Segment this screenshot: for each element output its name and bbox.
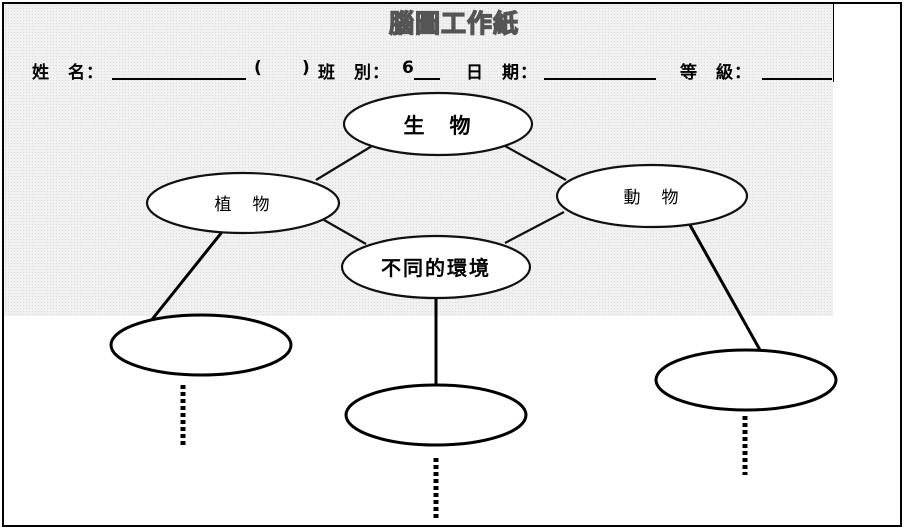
node-animals-label: 動 物 — [624, 188, 681, 208]
node-environments-label: 不同的環境 — [381, 256, 491, 280]
class-label: 班 別： — [318, 63, 390, 83]
name-blank[interactable] — [112, 78, 246, 80]
connector-animals-environment — [504, 211, 565, 244]
grade-label: 等 級： — [680, 63, 752, 83]
worksheet-title: 腦圖工作紙 — [388, 8, 519, 38]
connector-animals-blank — [688, 224, 762, 351]
class-number-open-paren: ( — [254, 58, 263, 78]
date-blank[interactable] — [544, 78, 656, 80]
connector-plants-blank — [148, 231, 224, 323]
connector-center-plants — [315, 145, 373, 181]
class-value: 6 — [402, 58, 415, 78]
node-living-things — [342, 91, 534, 157]
node-plants — [145, 171, 341, 235]
page-border — [2, 2, 902, 527]
header-right-rule — [833, 4, 834, 82]
node-plants-label: 植 物 — [215, 195, 272, 215]
date-label: 日 期： — [466, 63, 538, 83]
blank-oval-environments[interactable] — [344, 383, 528, 447]
blank-oval-plants[interactable] — [109, 313, 293, 377]
node-animals — [555, 163, 749, 229]
class-number-close-paren: ) — [302, 58, 311, 78]
name-label: 姓 名： — [32, 63, 104, 83]
node-environments — [340, 234, 532, 300]
class-blank[interactable] — [414, 78, 440, 80]
shaded-header-area — [4, 4, 833, 316]
grade-blank[interactable] — [762, 78, 832, 80]
connector-plants-environment — [323, 219, 367, 245]
blank-oval-animals[interactable] — [654, 348, 838, 412]
node-living-things-label: 生 物 — [404, 114, 473, 138]
connector-center-animals — [504, 145, 567, 181]
